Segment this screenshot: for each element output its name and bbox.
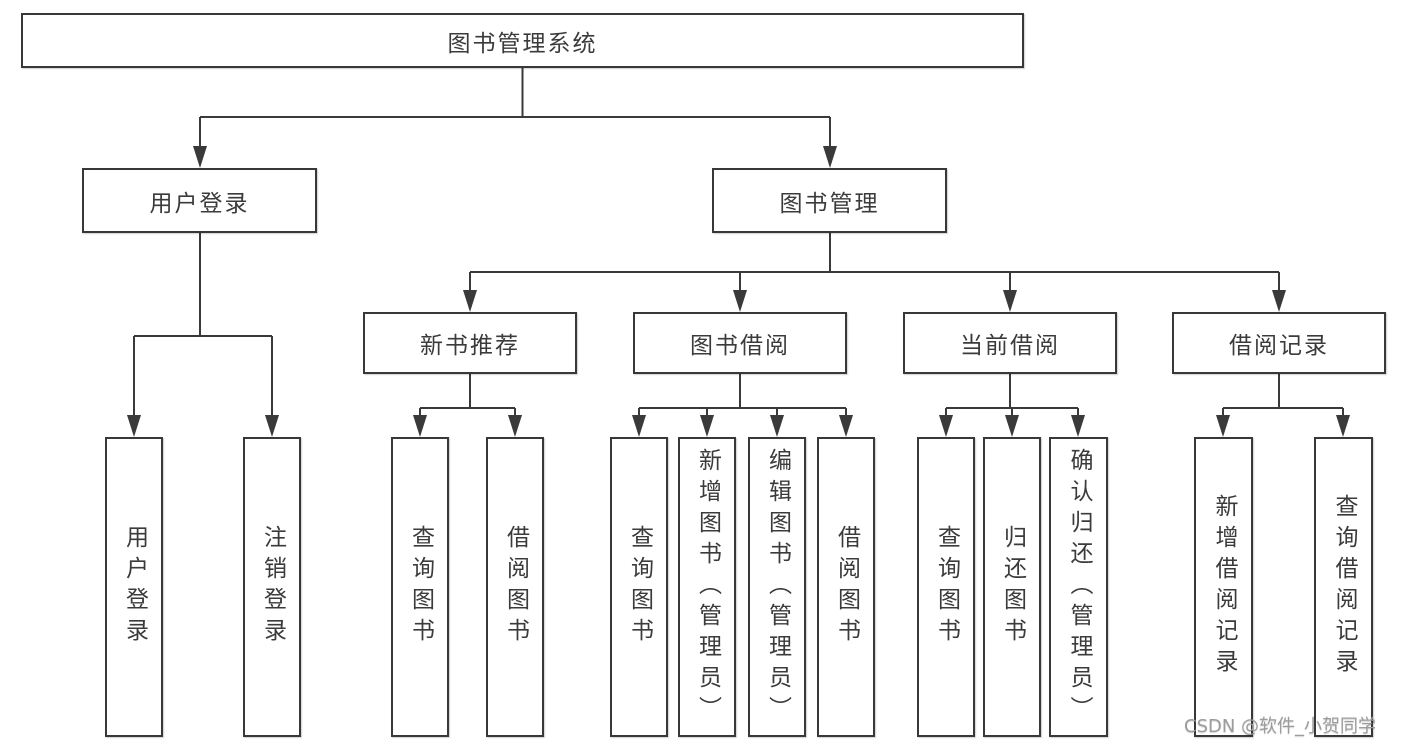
node-root-label: 图书管理系统 <box>447 30 598 57</box>
leaf-query-book-borrow-label: 查询图书 <box>626 525 653 649</box>
leaf-user-login: 用户登录 <box>105 437 163 737</box>
node-borrow-records-label: 借阅记录 <box>1229 333 1329 359</box>
node-current-borrow: 当前借阅 <box>903 312 1117 374</box>
leaf-borrow-book-label: 借阅图书 <box>833 525 860 649</box>
leaf-borrow-book-recommend-label: 借阅图书 <box>502 525 529 649</box>
leaf-logout-label: 注销登录 <box>259 525 286 649</box>
node-root: 图书管理系统 <box>21 13 1024 68</box>
leaf-query-borrow-record: 查询借阅记录 <box>1314 437 1373 737</box>
node-book-borrow-label: 图书借阅 <box>690 333 790 359</box>
node-borrow-records: 借阅记录 <box>1172 312 1386 374</box>
leaf-query-book-current-label: 查询图书 <box>933 525 960 649</box>
csdn-watermark: CSDN @软件_小贺同学 <box>1184 716 1377 737</box>
node-book-borrow: 图书借阅 <box>633 312 847 374</box>
leaf-borrow-book-recommend: 借阅图书 <box>486 437 544 737</box>
node-user-login-label: 用户登录 <box>149 190 250 217</box>
leaf-edit-book-admin-label: 编辑图书（管理员） <box>764 447 791 727</box>
node-current-borrow-label: 当前借阅 <box>960 333 1060 359</box>
leaf-query-book-current: 查询图书 <box>917 437 975 737</box>
leaf-add-book-admin-label: 新增图书（管理员） <box>694 447 721 727</box>
leaf-query-book-recommend: 查询图书 <box>391 437 449 737</box>
node-new-book-recommend-label: 新书推荐 <box>420 333 520 359</box>
leaf-logout: 注销登录 <box>243 437 301 737</box>
leaf-add-borrow-record-label: 新增借阅记录 <box>1211 494 1237 680</box>
leaf-edit-book-admin: 编辑图书（管理员） <box>748 437 806 737</box>
leaf-add-book-admin: 新增图书（管理员） <box>678 437 736 737</box>
leaf-query-book-recommend-label: 查询图书 <box>407 525 434 649</box>
leaf-return-book-label: 归还图书 <box>999 525 1026 649</box>
leaf-query-book-borrow: 查询图书 <box>610 437 668 737</box>
leaf-query-borrow-record-label: 查询借阅记录 <box>1331 494 1357 680</box>
node-new-book-recommend: 新书推荐 <box>363 312 577 374</box>
leaf-borrow-book: 借阅图书 <box>817 437 875 737</box>
leaf-confirm-return-admin: 确认归还（管理员） <box>1049 437 1108 737</box>
leaf-confirm-return-admin-label: 确认归还（管理员） <box>1066 447 1092 727</box>
leaf-return-book: 归还图书 <box>983 437 1041 737</box>
node-user-login: 用户登录 <box>82 168 317 233</box>
leaf-add-borrow-record: 新增借阅记录 <box>1194 437 1253 737</box>
leaf-user-login-label: 用户登录 <box>121 525 148 649</box>
node-book-management-label: 图书管理 <box>779 190 880 217</box>
node-book-management: 图书管理 <box>712 168 947 233</box>
